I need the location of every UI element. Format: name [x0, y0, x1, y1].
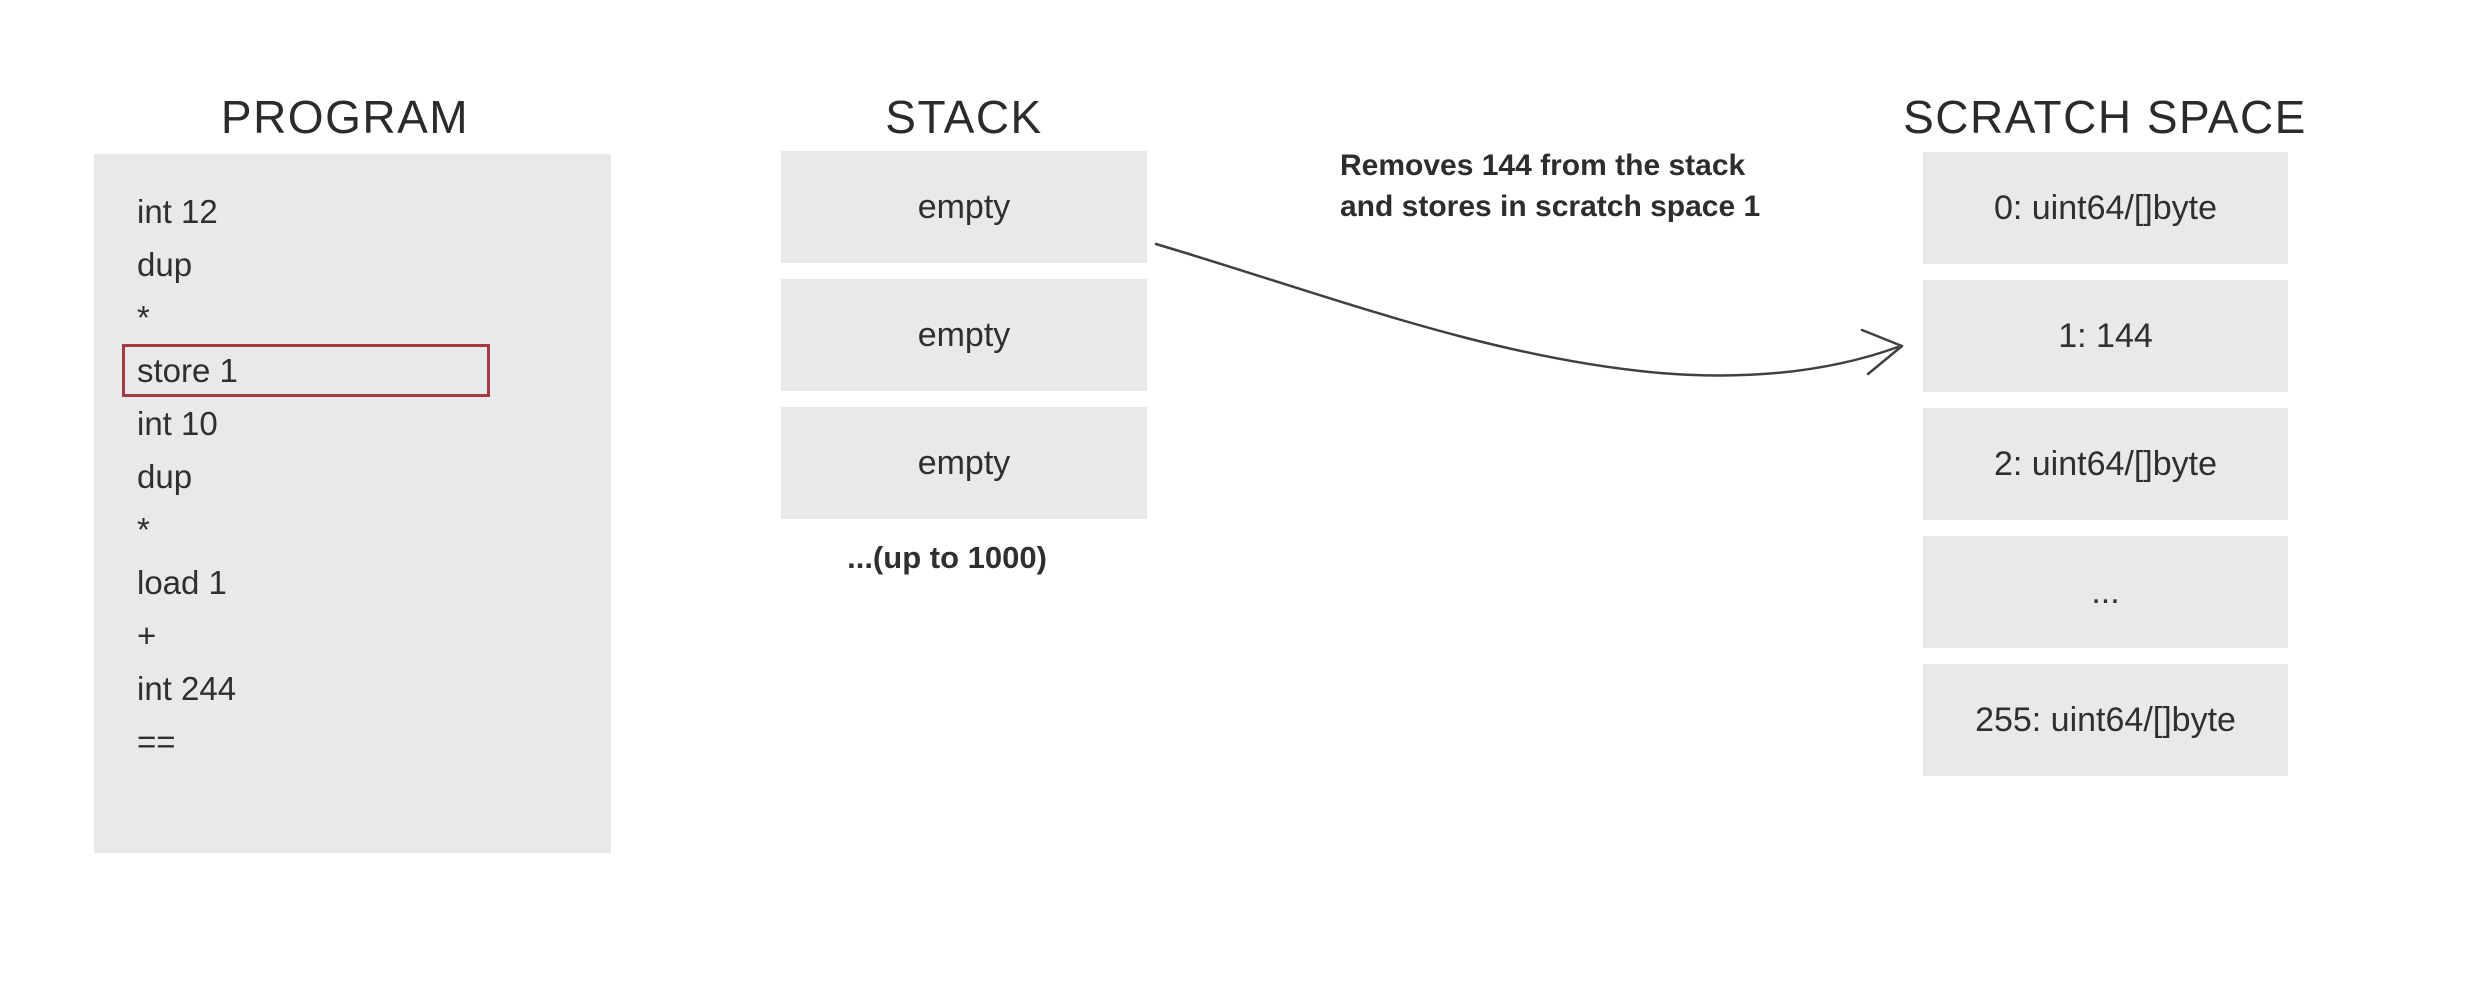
scratch-slot-0: 0: uint64/[]byte [1923, 152, 2288, 264]
program-line: dup [137, 458, 193, 495]
stack-title: STACK [885, 91, 1043, 143]
program-line: int 244 [137, 670, 237, 707]
stack-capacity-caption: ...(up to 1000) [847, 540, 1047, 575]
program-panel [94, 154, 611, 853]
program-line: * [137, 511, 150, 548]
annotation-line-1: Removes 144 from the stack [1340, 149, 1746, 182]
scratch-slot-2: 2: uint64/[]byte [1923, 408, 2288, 520]
scratch-slot-255: 255: uint64/[]byte [1923, 664, 2288, 776]
stack-slot-1: empty [781, 279, 1147, 391]
program-line: + [137, 617, 157, 654]
program-line: load 1 [137, 564, 227, 601]
arrow-head [1860, 328, 1904, 376]
stack-slot-2: empty [781, 407, 1147, 519]
program-list: int 12 dup * store 1 int 10 dup * load 1… [122, 185, 567, 768]
program-line: int 10 [137, 405, 218, 442]
program-line: * [137, 299, 150, 336]
scratch-slot-ellipsis: ... [1923, 536, 2288, 648]
annotation-text: Removes 144 from the stack and stores in… [1340, 145, 1760, 227]
scratch-title: SCRATCH SPACE [1903, 91, 2307, 143]
arrow-curve [1154, 242, 1900, 377]
program-line-highlighted: store 1 [122, 344, 490, 397]
program-title: PROGRAM [220, 91, 470, 143]
program-line: int 12 [137, 193, 218, 230]
stack-slot-0: empty [781, 151, 1147, 263]
scratch-slot-1: 1: 144 [1923, 280, 2288, 392]
program-line: dup [137, 246, 193, 283]
program-line: == [137, 723, 176, 760]
annotation-line-2: and stores in scratch space 1 [1340, 190, 1761, 223]
